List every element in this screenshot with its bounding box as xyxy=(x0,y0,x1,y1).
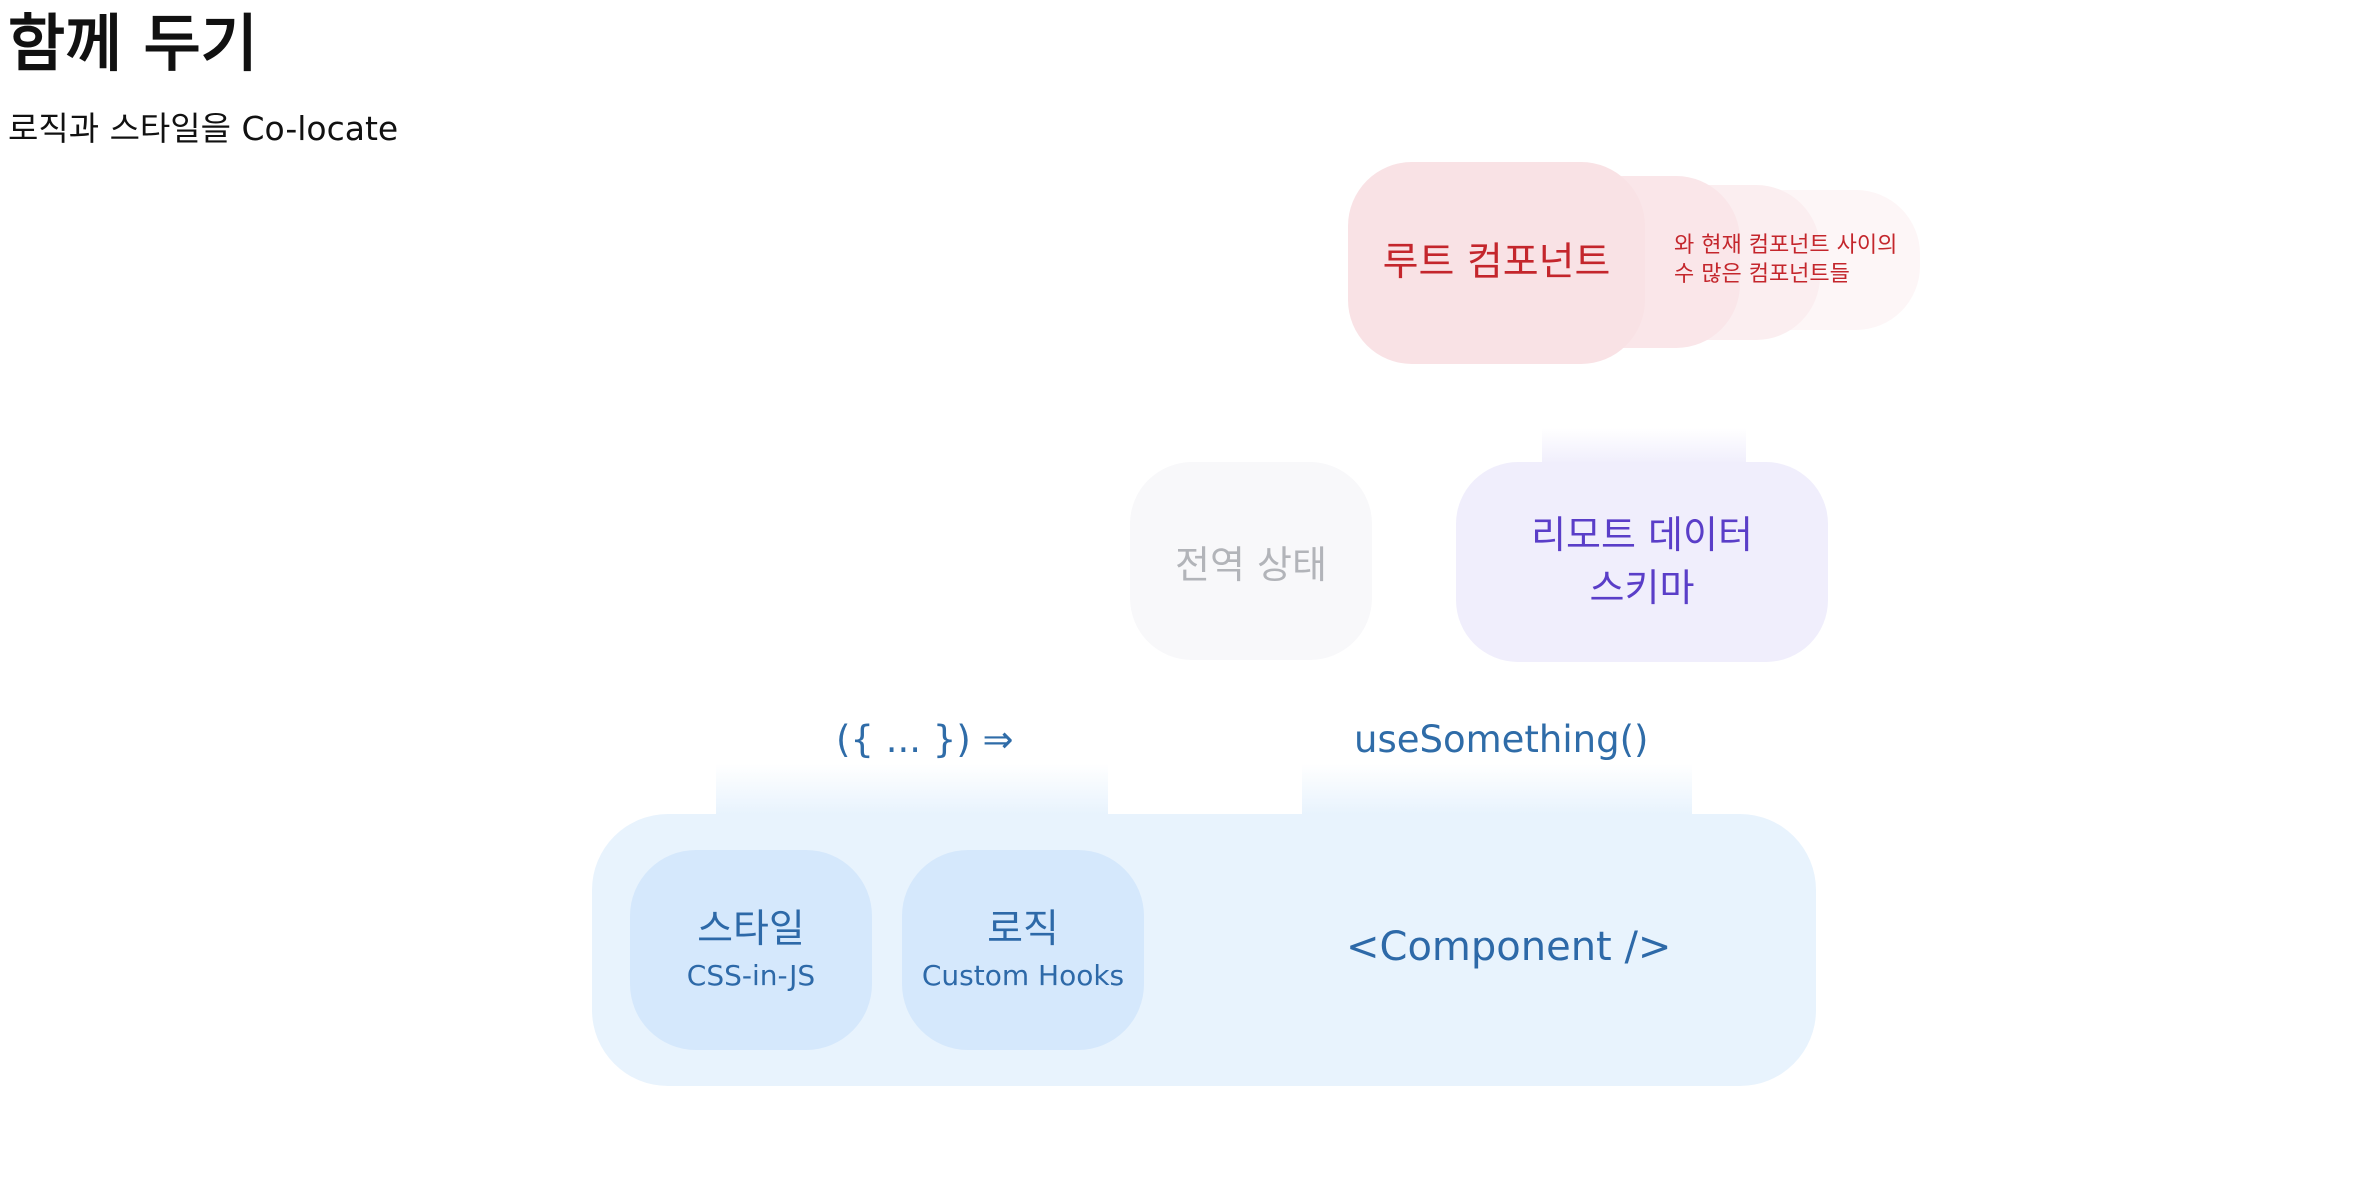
intermediate-components-note: 와 현재 컴포넌트 사이의 수 많은 컴포넌트들 xyxy=(1674,232,1897,289)
logic-box: 로직 Custom Hooks xyxy=(902,850,1144,1050)
logic-title: 로직 xyxy=(987,907,1059,953)
hook-call-label: useSomething() xyxy=(1354,718,1649,761)
global-state-box: 전역 상태 xyxy=(1130,462,1372,660)
page-subtitle: 로직과 스타일을 Co-locate xyxy=(8,109,399,148)
props-signature-label: ({ ... }) ⇒ xyxy=(836,718,1014,761)
note-line-1: 와 현재 컴포넌트 사이의 xyxy=(1674,233,1898,258)
remote-data-connector xyxy=(1542,428,1746,464)
logic-subtitle: Custom Hooks xyxy=(921,958,1125,992)
style-subtitle: CSS-in-JS xyxy=(686,958,816,992)
root-component-box: 루트 컴포넌트 xyxy=(1348,162,1645,364)
style-title: 스타일 xyxy=(697,907,805,953)
remote-data-line-2: 스키마 xyxy=(1589,566,1695,610)
style-box: 스타일 CSS-in-JS xyxy=(630,850,872,1050)
root-component-label: 루트 컴포넌트 xyxy=(1382,239,1611,285)
remote-data-line-1: 리모트 데이터 xyxy=(1531,512,1753,557)
page-title: 함께 두기 xyxy=(8,7,258,80)
component-label: <Component /> xyxy=(1346,924,1672,970)
remote-data-box: 리모트 데이터 스키마 xyxy=(1456,462,1828,662)
note-line-2: 수 많은 컴포넌트들 xyxy=(1674,261,1850,287)
props-connector xyxy=(716,764,1108,814)
global-state-label: 전역 상태 xyxy=(1175,542,1327,587)
hook-connector xyxy=(1302,764,1692,814)
